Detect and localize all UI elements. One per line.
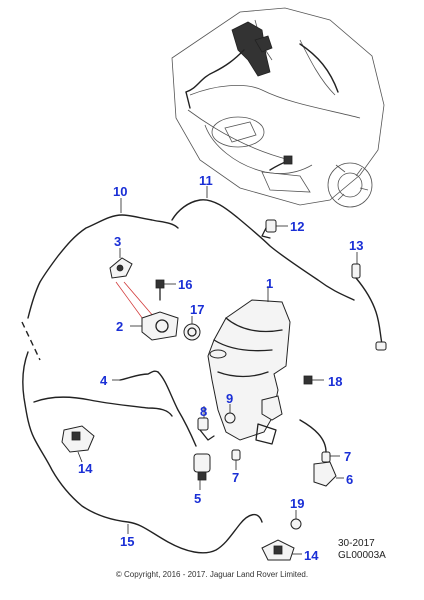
callout-4: 4 <box>100 373 108 388</box>
grommet-7-lower <box>231 449 241 470</box>
bolt-16 <box>155 279 176 301</box>
callout-14a: 14 <box>78 461 93 476</box>
clip-9 <box>224 404 236 424</box>
hose-13 <box>351 252 387 351</box>
hose-4 <box>112 370 159 381</box>
clip-19 <box>290 510 302 530</box>
callout-19: 19 <box>290 496 304 511</box>
callout-14b: 14 <box>304 548 319 563</box>
callout-11: 11 <box>199 173 213 188</box>
nozzle-14-left <box>61 425 95 463</box>
callout-5: 5 <box>194 491 201 506</box>
reference-line-1: 30-2017 <box>338 538 375 549</box>
pump-5 <box>193 453 211 490</box>
hose-10 <box>27 198 179 319</box>
callout-13: 13 <box>349 238 363 253</box>
callout-2: 2 <box>116 319 123 334</box>
callout-10: 10 <box>113 184 127 199</box>
callout-labels: 1 2 3 4 5 6 7 7 8 9 10 11 12 13 14 14 15… <box>78 173 363 563</box>
hose-15 <box>21 321 263 554</box>
callout-6: 6 <box>346 472 353 487</box>
nozzle-14-right <box>261 539 302 561</box>
grommet-7-right <box>299 419 340 463</box>
grommet-17 <box>183 316 201 341</box>
nozzle-3 <box>109 248 133 279</box>
connector-12 <box>261 219 288 239</box>
callout-18: 18 <box>328 374 342 389</box>
callout-12: 12 <box>290 219 304 234</box>
callout-9: 9 <box>226 391 233 406</box>
hose-11 <box>171 186 355 301</box>
pump-6 <box>313 461 344 487</box>
connector-8 <box>197 406 215 441</box>
callout-15: 15 <box>120 534 134 549</box>
reference-code: 30-2017 GL00003A <box>338 538 386 562</box>
copyright-notice: © Copyright, 2016 - 2017. Jaguar Land Ro… <box>115 570 309 579</box>
reference-line-2: GL00003A <box>338 550 386 561</box>
pump-bracket-2 <box>130 311 179 341</box>
callout-1: 1 <box>266 276 273 291</box>
callout-16: 16 <box>178 277 192 292</box>
callout-3: 3 <box>114 234 121 249</box>
vehicle-washer-assembly <box>185 21 339 171</box>
callout-7a: 7 <box>232 470 239 485</box>
callout-17: 17 <box>190 302 204 317</box>
pump-assembly <box>255 395 283 445</box>
callout-7b: 7 <box>344 449 351 464</box>
screw-18 <box>303 375 324 385</box>
callout-8: 8 <box>200 404 207 419</box>
